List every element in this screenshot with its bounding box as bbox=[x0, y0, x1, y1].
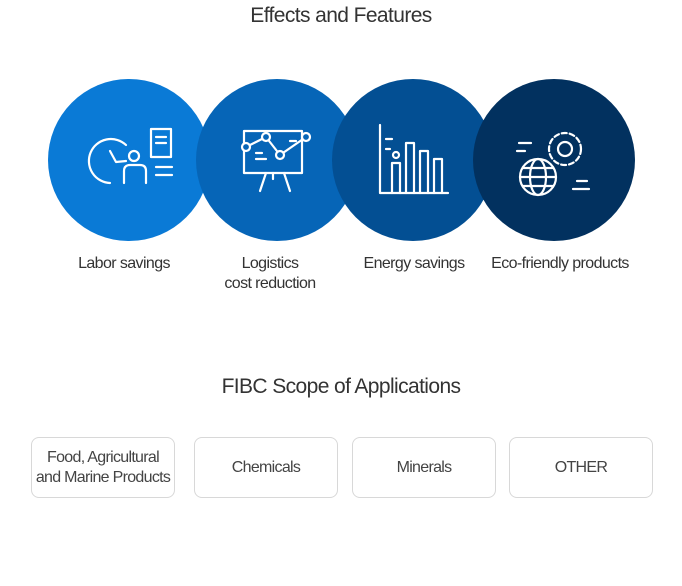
app-minerals-label: Minerals bbox=[396, 458, 453, 476]
globe-gear-icon bbox=[515, 131, 591, 197]
labor-savings-circle bbox=[48, 79, 210, 241]
eco-friendly-label: Eco-friendly products bbox=[491, 255, 629, 272]
presentation-chart-icon bbox=[240, 129, 312, 193]
labor-savings-label: Labor savings bbox=[78, 255, 170, 272]
energy-savings-label: Energy savings bbox=[363, 255, 466, 272]
app-chemicals-label: Chemicals bbox=[231, 458, 301, 476]
app-food-label: Food, Agricultural and Marine Products bbox=[35, 448, 171, 488]
logistics-label-line2: cost reduction bbox=[224, 275, 316, 292]
app-other-label: OTHER bbox=[554, 458, 608, 476]
app-other-box[interactable]: OTHER bbox=[509, 437, 653, 498]
logistics-label-line1: Logistics bbox=[241, 255, 299, 272]
app-food-box[interactable]: Food, Agricultural and Marine Products bbox=[31, 437, 175, 498]
app-food-line1: Food, Agricultural bbox=[47, 448, 160, 466]
logistics-label: Logistics cost reduction bbox=[196, 254, 344, 294]
app-minerals-box[interactable]: Minerals bbox=[352, 437, 496, 498]
bar-chart-icon bbox=[378, 123, 450, 195]
eco-friendly-circle bbox=[473, 79, 635, 241]
energy-savings-circle bbox=[332, 79, 494, 241]
labor-clock-icon bbox=[87, 127, 174, 185]
app-chemicals-box[interactable]: Chemicals bbox=[194, 437, 338, 498]
applications-title: FIBC Scope of Applications bbox=[221, 375, 461, 398]
app-food-line2: and Marine Products bbox=[35, 468, 171, 486]
logistics-circle bbox=[196, 79, 358, 241]
effects-title: Effects and Features bbox=[250, 4, 432, 27]
